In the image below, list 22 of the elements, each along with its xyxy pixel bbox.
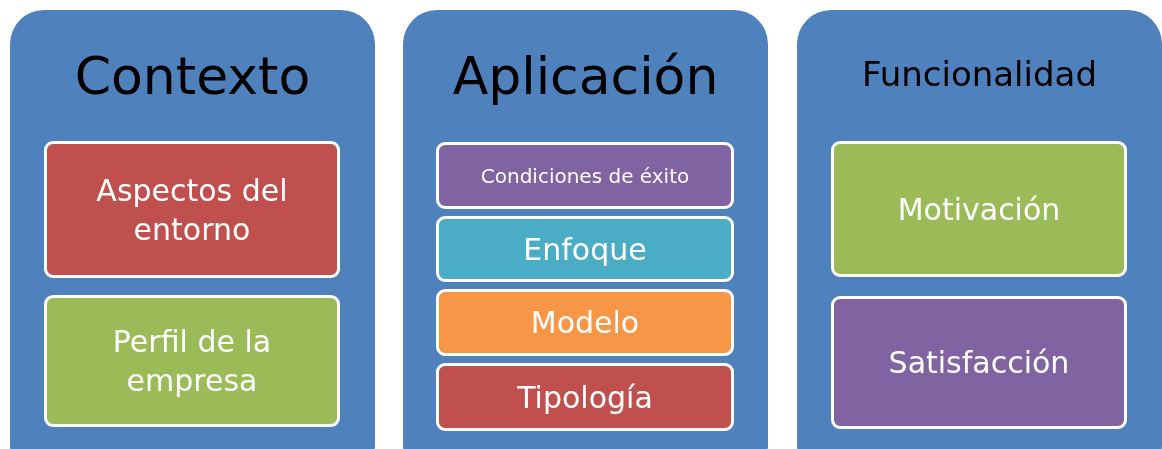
panel-heading: Aplicación — [451, 46, 720, 106]
item-card — [44, 141, 340, 278]
item-label: Modelo — [530, 304, 640, 342]
item-card — [436, 142, 734, 209]
panel-heading: Funcionalidad — [861, 54, 1098, 94]
category-panel — [797, 10, 1162, 449]
item-label: Condiciones de éxito — [480, 162, 690, 189]
item-label: Enfoque — [523, 230, 647, 269]
item-card — [44, 295, 340, 427]
panel-heading: Contexto — [73, 46, 312, 106]
category-panel — [10, 10, 375, 449]
item-card — [831, 296, 1127, 429]
item-label: Tipología — [517, 378, 653, 417]
item-label: Aspectos del entorno — [95, 171, 289, 249]
category-panel — [403, 10, 768, 449]
item-card — [436, 363, 734, 431]
item-card — [831, 141, 1127, 277]
item-card — [436, 289, 734, 356]
item-card — [436, 216, 734, 282]
item-label: Motivación — [897, 190, 1061, 229]
item-label: Perfil de la empresa — [111, 323, 273, 400]
item-label: Satisfacción — [888, 344, 1070, 382]
